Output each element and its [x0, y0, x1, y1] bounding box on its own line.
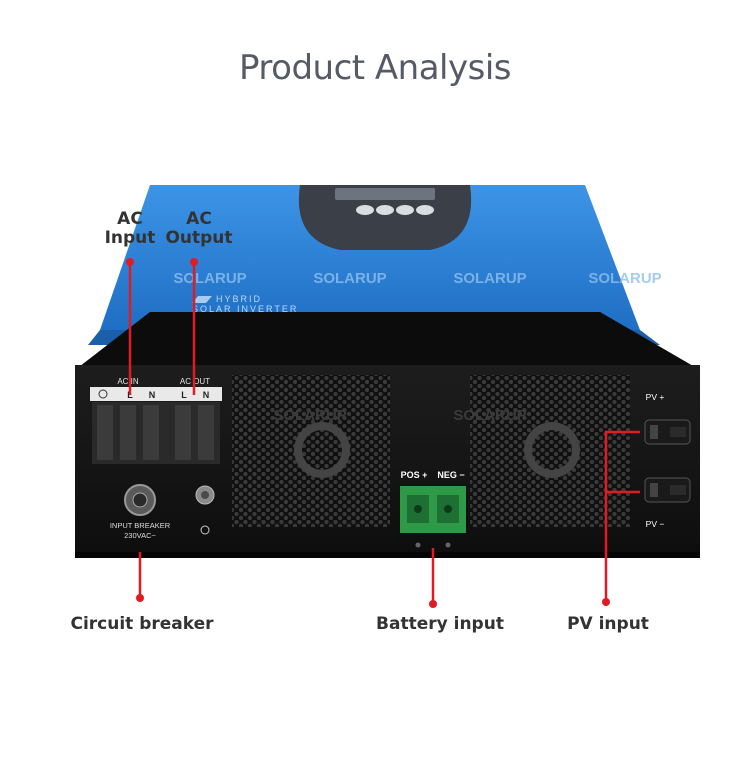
model-line1: HYBRID: [216, 294, 262, 304]
ground-icon: [98, 389, 108, 399]
ac-in-n: N: [149, 390, 156, 400]
display-panel: [298, 185, 472, 250]
pv-minus-label: PV −: [646, 519, 665, 529]
circuit-breaker-label: Circuit breaker: [70, 614, 214, 634]
ac-output-label: AC Output: [160, 210, 238, 248]
ac-terminal-block: AC IN AC OUT L N L N: [90, 377, 222, 464]
ac-in-label: AC IN: [117, 377, 139, 386]
earth-icon: [200, 525, 210, 535]
page-title: Product Analysis: [239, 48, 512, 88]
ac-out-l: L: [181, 390, 187, 400]
pv-plus-label: PV +: [646, 392, 665, 402]
model-line2: SOLAR INVERTER: [192, 304, 298, 314]
breaker-line1: INPUT BREAKER: [110, 521, 171, 530]
ac-input-label: AC Input: [100, 210, 160, 248]
control-buttons: [356, 205, 434, 215]
battery-input-label: Battery input: [376, 614, 504, 634]
callout-dots: [126, 258, 610, 608]
ac-input-label-line1: AC: [117, 209, 143, 229]
right-fan-grill: [470, 375, 630, 527]
pv-input-label: PV input: [567, 614, 649, 634]
left-fan-grill: [232, 375, 390, 527]
black-top-slope: [75, 312, 700, 370]
breaker-line2: 230VAC~: [124, 531, 156, 540]
watermark-2: SOLARUP: [313, 270, 386, 287]
callout-lines: [128, 262, 640, 602]
watermark-1: SOLARUP: [173, 270, 246, 287]
ground-screw: [195, 485, 215, 535]
neg-label: NEG −: [437, 470, 464, 480]
breaker-knob: [124, 484, 156, 516]
watermark-6: SOLARUP: [453, 407, 526, 424]
chassis-bottom: [75, 552, 700, 558]
battery-terminal: [400, 486, 466, 548]
ac-out-n: N: [203, 390, 210, 400]
watermark-3: SOLARUP: [453, 270, 526, 287]
pos-label: POS +: [401, 470, 428, 480]
watermark-4: SOLARUP: [588, 270, 661, 287]
watermark-5: SOLARUP: [273, 407, 346, 424]
model-label: HYBRID SOLAR INVERTER: [192, 294, 298, 314]
pv-connectors: [644, 419, 691, 503]
ac-output-label-line2: Output: [165, 228, 233, 248]
ac-output-label-line1: AC: [186, 209, 212, 229]
ac-input-label-line2: Input: [104, 228, 156, 248]
pv-plus-line: [604, 430, 640, 600]
